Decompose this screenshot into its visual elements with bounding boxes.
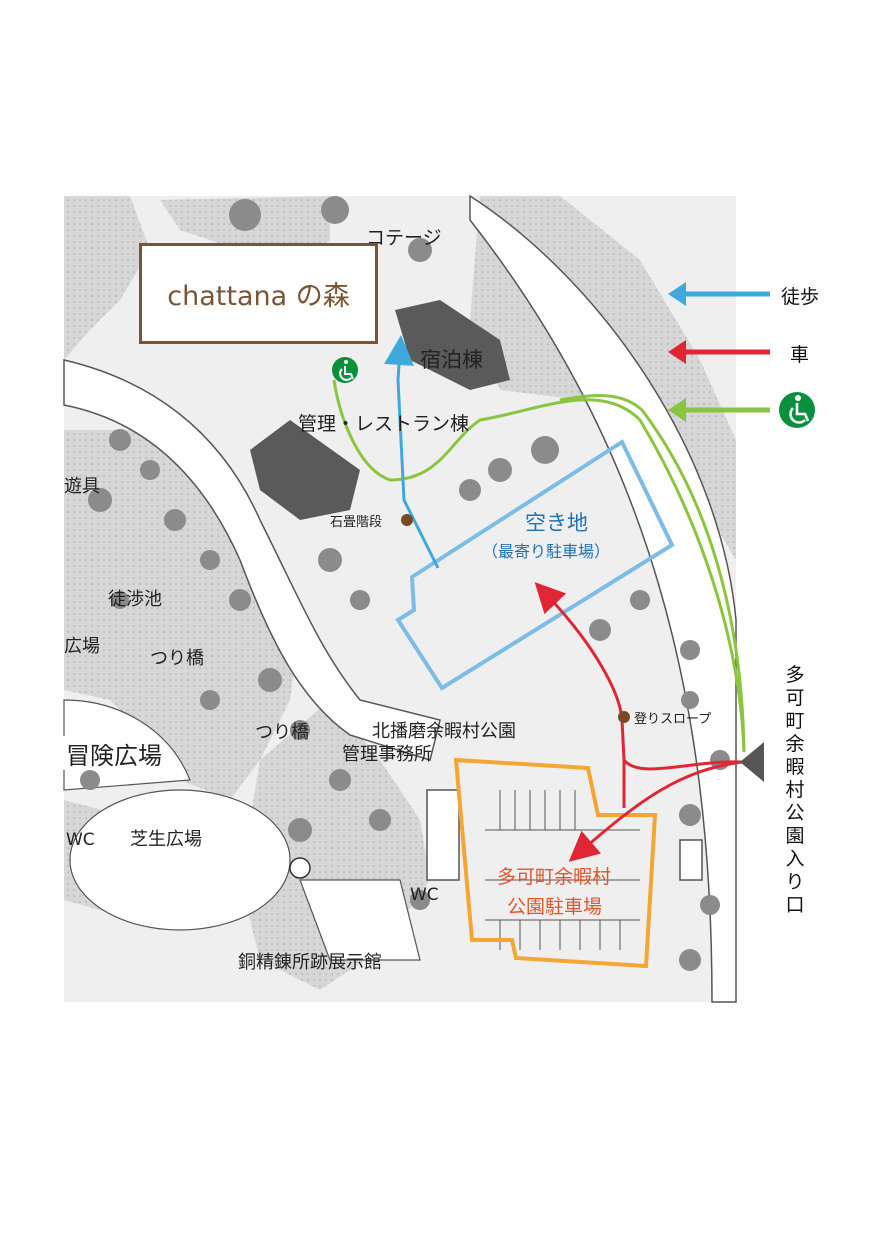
stone-stairs-dot [401, 514, 413, 526]
car-route-parking [568, 760, 743, 862]
label-admin-restaurant: 管理・レストラン棟 [298, 413, 469, 435]
wheelchair-route-2 [559, 394, 746, 753]
label-vacant-lot: 空き地 [525, 511, 588, 535]
label-bridge-1: つり橋 [150, 648, 204, 669]
label-stone-stairs: 石畳階段 [330, 515, 382, 530]
slope-dot [618, 711, 630, 723]
label-bridge-2: つり橋 [255, 722, 309, 743]
walking-route [384, 335, 440, 569]
label-pond: 徒渉池 [108, 589, 162, 610]
label-playground: 遊具 [64, 476, 100, 497]
legend-walk-label: 徒歩 [781, 286, 820, 308]
label-plaza: 広場 [64, 636, 100, 657]
label-kitaharima-office-1: 北播磨余暇村公園 [372, 721, 516, 742]
label-adventure: 冒険広場 [66, 742, 162, 770]
label-lawn: 芝生広場 [130, 829, 202, 850]
wheelchair-badge-map [332, 357, 358, 383]
label-museum: 銅精錬所跡展示館 [238, 952, 382, 973]
label-parking-2: 公園駐車場 [507, 896, 602, 918]
entrance-label: 多可町余暇村公園入り口 [785, 664, 805, 916]
label-kitaharima-office-2: 管理事務所 [342, 744, 432, 765]
label-wc-1: WC [66, 830, 95, 850]
label-wc-2: WC [410, 885, 439, 905]
map-base [63, 194, 737, 1003]
legend-car-label: 車 [790, 344, 810, 366]
title-box: chattana の森 [139, 243, 378, 344]
vacant-lot-outline [395, 439, 675, 691]
label-nearest-parking: （最寄り駐車場） [482, 542, 610, 561]
legend [668, 282, 815, 428]
wheelchair-icon [779, 392, 815, 428]
label-cottage: コテージ [366, 227, 442, 249]
label-slope: 登りスロープ [634, 712, 711, 727]
page-title: chattana の森 [167, 281, 350, 312]
map-labels: コテージ 宿泊棟 管理・レストラン棟 石畳階段 空き地 （最寄り駐車場） 登りス… [62, 227, 711, 973]
wheelchair-route [332, 379, 746, 753]
parking-lot-outline [453, 757, 658, 969]
label-lodging: 宿泊棟 [420, 348, 483, 372]
entrance-marker [740, 742, 764, 782]
label-parking-1: 多可町余暇村 [497, 866, 611, 888]
